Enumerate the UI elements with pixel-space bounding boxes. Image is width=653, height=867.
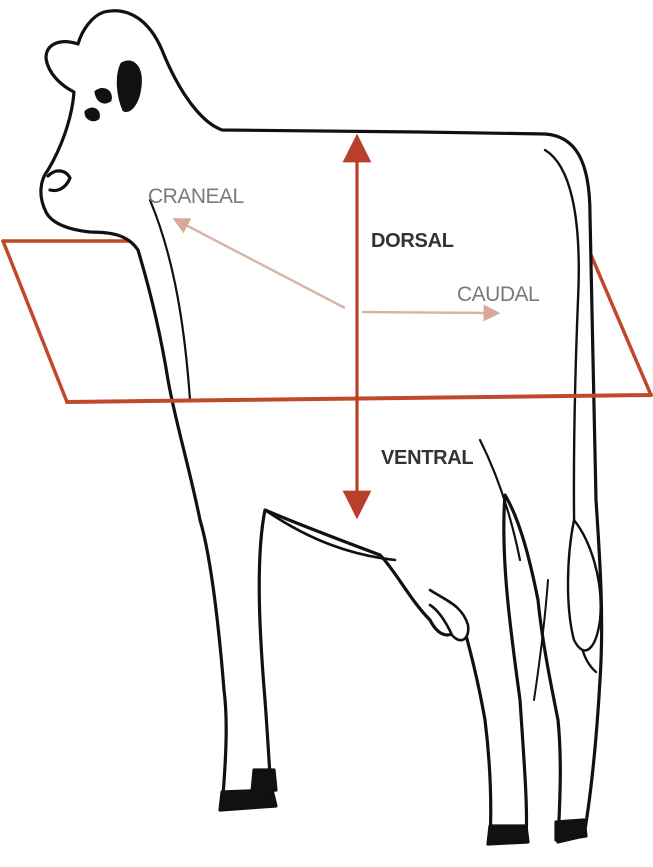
cow-hoof-front-left — [220, 790, 276, 810]
label-ventral: VENTRAL — [381, 447, 473, 469]
label-caudal: CAUDAL — [457, 283, 539, 306]
cow-hoof-hind-left — [488, 826, 528, 844]
cow-hoof-hind-right — [556, 820, 586, 840]
label-dorsal: DORSAL — [371, 230, 454, 252]
cow-eye-patch — [86, 109, 98, 119]
cow-body-outline — [41, 11, 602, 842]
cow-hoof-front-right — [252, 770, 276, 792]
label-craneal: CRANEAL — [148, 185, 244, 208]
cow-silhouette-icon — [41, 11, 602, 844]
caudal-arrow — [362, 312, 492, 313]
cow-eye — [96, 90, 110, 102]
